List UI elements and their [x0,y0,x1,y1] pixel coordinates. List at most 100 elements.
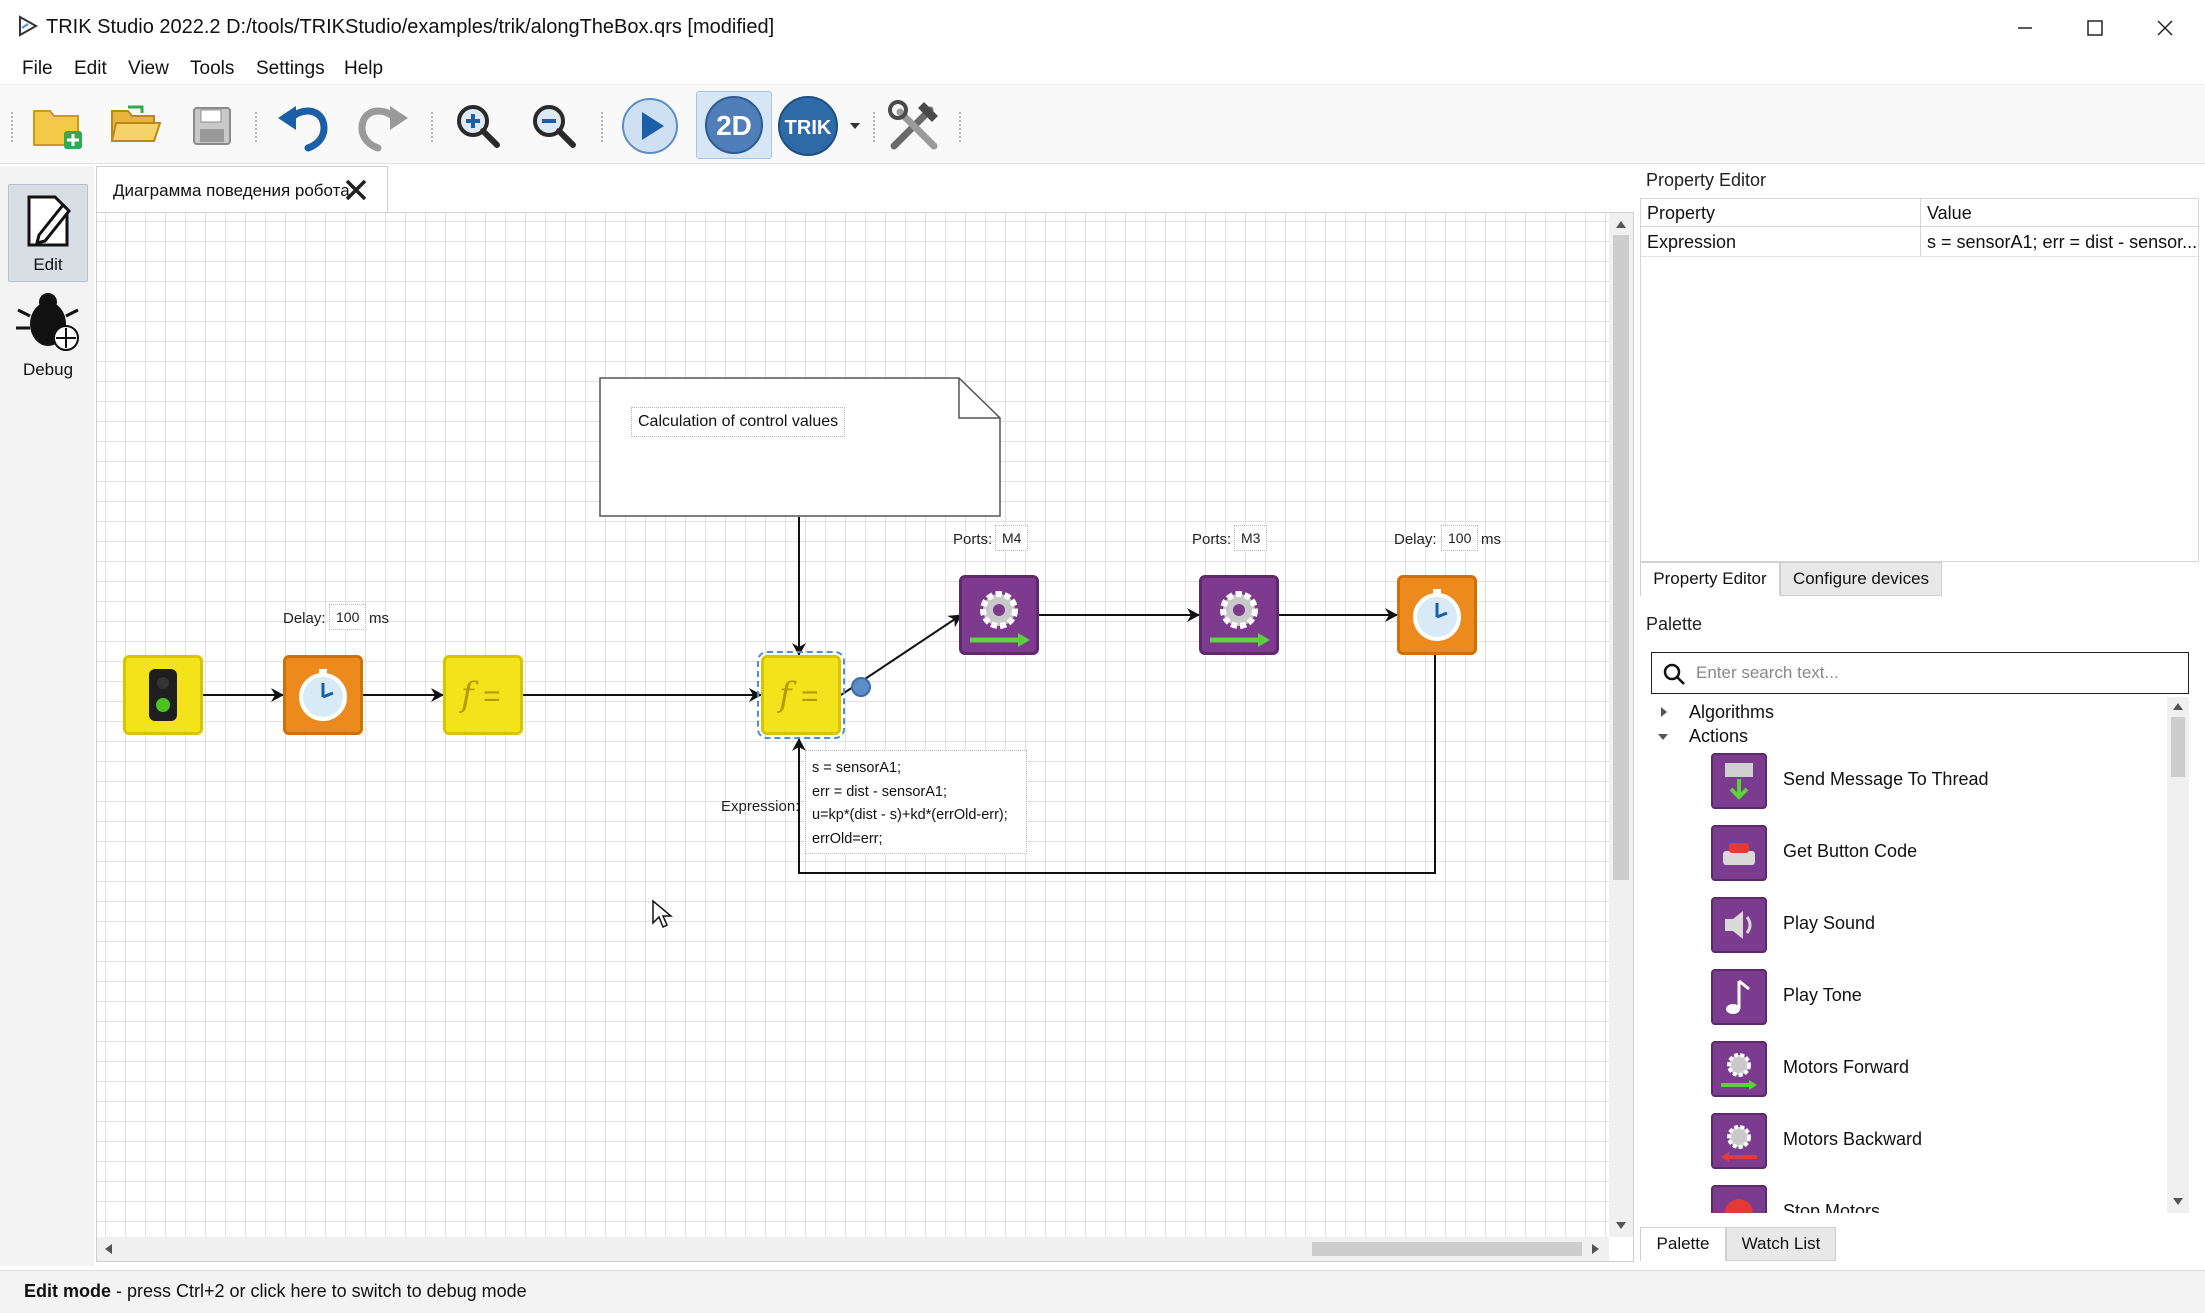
motors2-ports-label: Ports: [1192,531,1232,548]
close-window-button[interactable] [2130,0,2200,56]
save-button[interactable] [180,95,244,157]
expression-editor[interactable]: s = sensorA1; err = dist - sensorA1; u=k… [805,750,1027,854]
diagram-editor: Calculation of control values Delay: 100… [96,212,1634,1262]
tab-configure-devices[interactable]: Configure devices [1780,562,1942,596]
scroll-down-icon[interactable] [1615,1221,1627,1231]
palette-search-input[interactable] [1696,659,2176,687]
palette-scrollbar[interactable] [2167,697,2189,1213]
debug-mode-button[interactable]: Debug [8,290,88,388]
function-icon: f = [458,675,501,715]
palette-item-play-tone[interactable]: Play Tone [1711,967,2151,1027]
menu-tools[interactable]: Tools [190,58,235,79]
palette-scroll-thumb[interactable] [2171,717,2185,777]
tab-property-editor[interactable]: Property Editor [1640,562,1780,596]
palette-item-send-message-to-thread[interactable]: Send Message To Thread [1711,751,2151,811]
status-bar[interactable]: Edit mode - press Ctrl+2 or click here t… [0,1270,2205,1313]
maximize-button[interactable] [2060,0,2130,56]
scroll-right-icon[interactable] [1591,1243,1601,1255]
motors1-ports-value[interactable]: M4 [995,525,1029,551]
tab-robot-behaviour-diagram[interactable]: Диаграмма поведения робота [96,166,388,212]
canvas-vertical-scrollbar[interactable] [1609,213,1633,1237]
expression-line: errOld=err; [812,830,883,847]
vertical-scroll-thumb[interactable] [1613,235,1629,880]
scroll-up-icon[interactable] [2172,701,2184,711]
palette-item-get-button-code[interactable]: Get Button Code [1711,823,2151,883]
delay1-value[interactable]: 100 [329,604,367,630]
app-logo-icon [19,15,39,37]
new-project-button[interactable] [26,95,90,157]
trik-robot-button[interactable]: TRIK [776,95,866,157]
palette-category-algorithms[interactable]: Algorithms [1651,700,2151,724]
palette-title: Palette [1646,614,1703,634]
robot-settings-button[interactable] [882,95,946,157]
initial-node-block[interactable] [123,655,203,735]
toolbar-grip[interactable] [872,111,876,143]
undo-button[interactable] [272,95,336,157]
property-editor-title: Property Editor [1646,170,1767,190]
palette-item-stop-motors[interactable]: Stop Motors [1711,1183,2151,1213]
tab-watch-list[interactable]: Watch List [1726,1227,1836,1261]
menu-file[interactable]: File [22,58,53,79]
canvas-horizontal-scrollbar[interactable] [97,1237,1609,1261]
toolbar-grip[interactable] [10,111,14,143]
run-button[interactable] [618,95,682,157]
palette-category-actions[interactable]: Actions [1651,724,2151,748]
motors2-ports-value[interactable]: M3 [1234,525,1268,551]
timer-block-2[interactable] [1397,575,1477,655]
speaker-icon [1711,897,1767,953]
open-project-button[interactable] [104,95,168,157]
tab-label: Диаграмма поведения робота [113,181,350,200]
comment-block[interactable] [599,377,1001,517]
value-column-header[interactable]: Value [1921,199,2198,227]
diagram-canvas[interactable]: Calculation of control values Delay: 100… [97,213,1609,1237]
debug-mode-label: Debug [22,360,74,379]
scroll-left-icon[interactable] [103,1243,113,1255]
palette-item-motors-backward[interactable]: Motors Backward [1711,1111,2151,1171]
palette-item-motors-forward[interactable]: Motors Forward [1711,1039,2151,1099]
svg-text:2D: 2D [716,110,752,141]
tab-palette[interactable]: Palette [1640,1227,1726,1261]
motor-forward-icon [970,591,1030,647]
maximize-icon [2087,20,2103,36]
function-block-1[interactable]: f = [443,655,523,735]
toolbar-grip[interactable] [958,111,962,143]
svg-text:f: f [458,675,479,715]
close-tab-icon[interactable] [343,177,369,203]
scroll-down-icon[interactable] [2172,1197,2184,1207]
function-block-2[interactable]: f = [757,651,845,739]
menu-view[interactable]: View [128,58,169,79]
zoom-out-button[interactable] [522,95,586,157]
minimize-button[interactable] [1990,0,2060,56]
mouse-cursor-icon [652,899,673,929]
toolbar-grip[interactable] [254,111,258,143]
status-text[interactable]: Edit mode - press Ctrl+2 or click here t… [24,1281,527,1302]
delay2-label: Delay: [1394,531,1437,548]
edge-loop-back[interactable] [792,655,1436,874]
toolbar-grip[interactable] [600,111,604,143]
property-column-header[interactable]: Property [1641,199,1921,227]
delay2-value[interactable]: 100 [1441,525,1479,551]
menu-help[interactable]: Help [344,58,384,79]
motors-forward-block-m4[interactable] [959,575,1039,655]
scroll-up-icon[interactable] [1615,219,1627,229]
edit-mode-button[interactable]: Edit [8,184,88,282]
menu-settings[interactable]: Settings [256,58,325,79]
button-code-icon [1711,825,1767,881]
toolbar-grip[interactable] [430,111,434,143]
2d-model-button[interactable]: 2D [696,91,772,159]
zoom-in-button[interactable] [446,95,510,157]
horizontal-scroll-thumb[interactable] [1312,1242,1582,1256]
menu-edit[interactable]: Edit [74,58,107,79]
property-value-cell[interactable]: s = sensorA1; err = dist - sensor... [1921,227,2198,257]
timer-block-1[interactable] [283,655,363,735]
palette-search-field[interactable] [1651,652,2189,694]
edit-pencil-icon [27,195,72,247]
music-note-icon [1711,969,1767,1025]
palette-item-play-sound[interactable]: Play Sound [1711,895,2151,955]
new-folder-icon [33,110,82,149]
connection-handle[interactable] [851,677,871,697]
edit-mode-label: Edit [33,255,63,274]
redo-button[interactable] [350,95,414,157]
zoom-out-icon [533,105,576,148]
motors-forward-block-m3[interactable] [1199,575,1279,655]
